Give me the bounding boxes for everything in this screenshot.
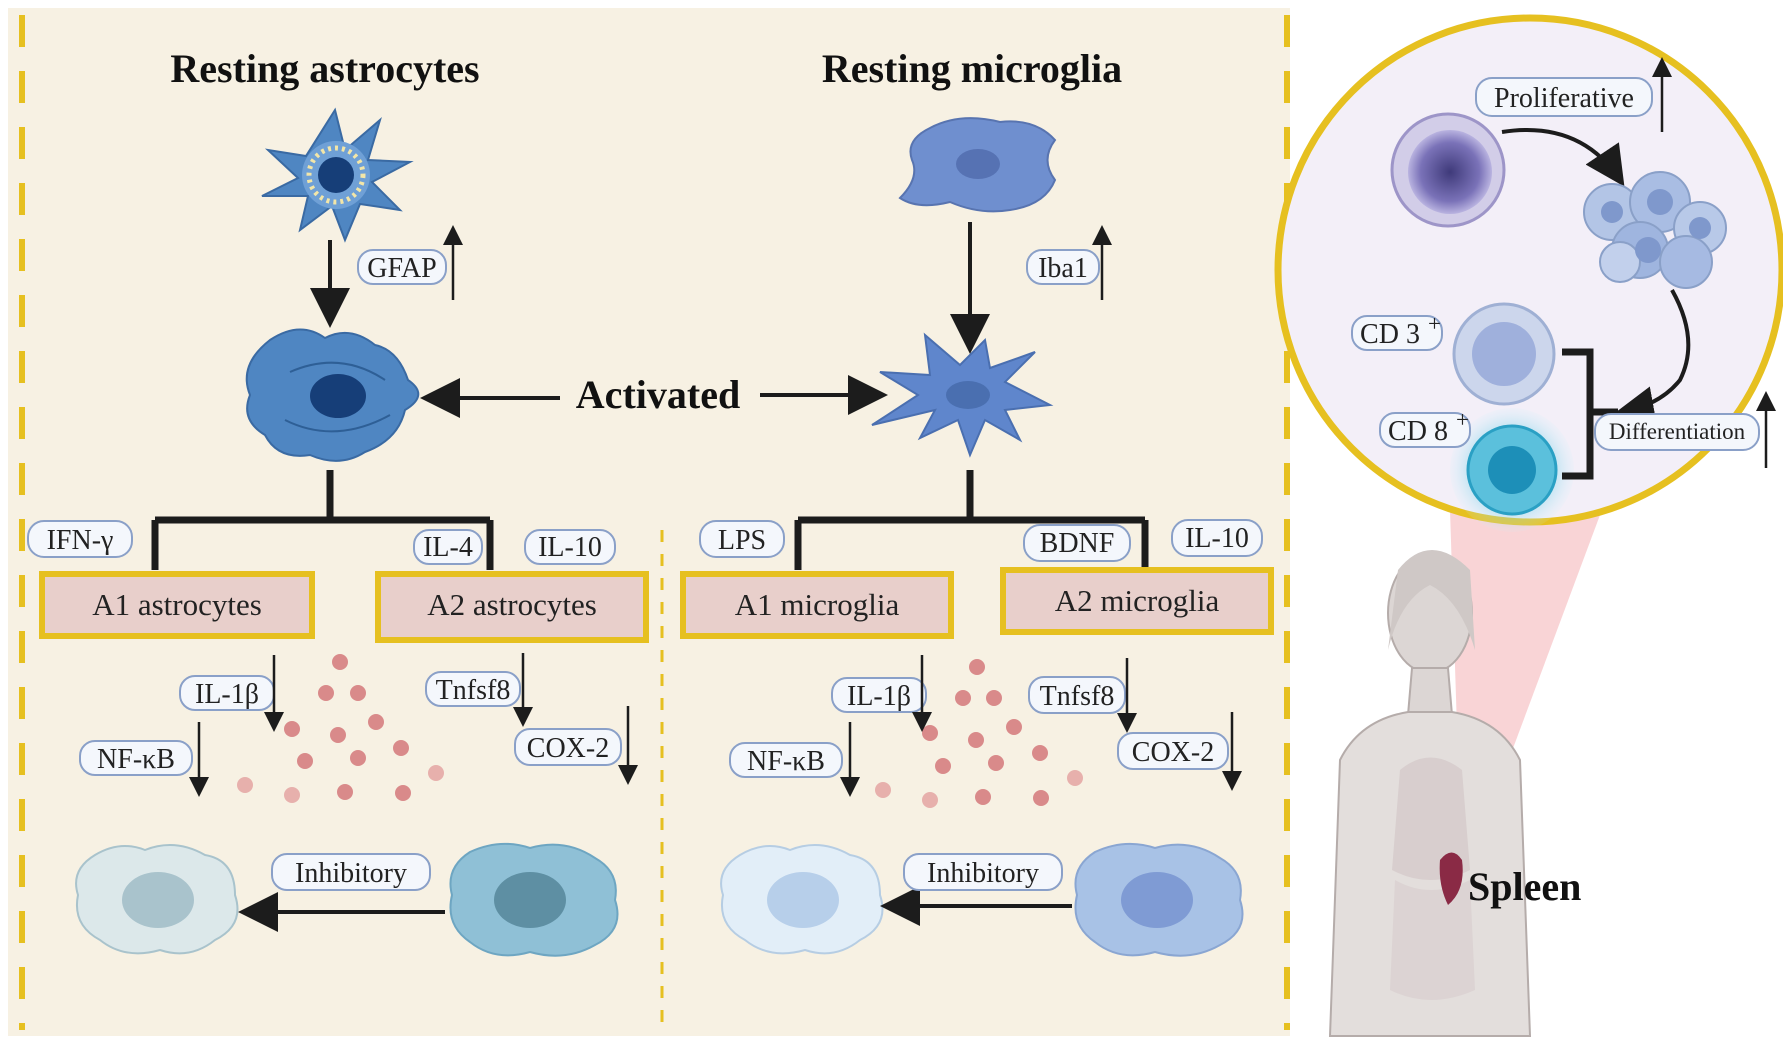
il10-pill: [524, 529, 616, 565]
nfkb-pill-right: [729, 742, 843, 778]
cox2-label-left: COX-2: [527, 733, 609, 764]
cox2-pill-right: [1117, 732, 1229, 770]
inhibited-cell-icon-right: [720, 844, 884, 955]
inhibitory-cell-icon-left: [449, 842, 619, 957]
il1b-label-left: IL-1β: [195, 679, 259, 710]
resting-microglia-icon: [898, 117, 1057, 213]
ifn-gamma-pill: [27, 520, 133, 558]
iba1-label: Iba1: [1038, 253, 1088, 284]
a1-microglia-box: [680, 571, 954, 639]
cd3-cell-icon: [1452, 302, 1556, 406]
differentiation-label: Differentiation: [1609, 419, 1746, 444]
activated-label: Activated: [576, 372, 740, 417]
cell-bracket: [1562, 348, 1618, 480]
a2-microglia-label: A2 microglia: [1055, 583, 1220, 618]
cd8-pill: [1379, 412, 1471, 448]
human-body-icon: [1328, 550, 1532, 1037]
tnfsf8-label-right: Tnfsf8: [1040, 681, 1115, 712]
proliferation-arrow: [1501, 128, 1625, 187]
tnfsf8-pill-right: [1028, 676, 1126, 714]
bdnf-label: BDNF: [1040, 528, 1115, 559]
cd8-superscript: +: [1456, 407, 1469, 432]
il1b-pill-right: [831, 677, 927, 713]
activated-astrocyte-icon: [245, 328, 420, 462]
astrocytes-title: Resting astrocytes: [170, 46, 479, 91]
proliferative-pill: [1475, 77, 1653, 117]
nfkb-pill-left: [79, 740, 193, 776]
cox2-pill-left: [514, 728, 622, 766]
astrocyte-cytokine-dots: [237, 654, 444, 803]
il10-pill-microglia: [1171, 519, 1263, 557]
a2-microglia-box: [1000, 567, 1274, 635]
microglia-title: Resting microglia: [822, 46, 1122, 91]
gfap-pill: [357, 249, 447, 285]
lps-pill: [699, 520, 785, 558]
cd3-superscript: +: [1428, 311, 1441, 336]
inhibitory-label-left: Inhibitory: [295, 858, 407, 889]
proliferative-label: Proliferative: [1494, 83, 1634, 114]
inhibitory-cell-icon-right: [1074, 842, 1244, 957]
il4-pill: [413, 529, 483, 565]
inhibitory-pill-right: [903, 853, 1063, 891]
tnfsf8-pill-left: [425, 671, 521, 707]
resting-astrocyte-icon: [261, 107, 414, 243]
microglia-branch-lines: [794, 470, 1149, 570]
microglia-cytokine-dots: [875, 659, 1083, 808]
spleen-label: Spleen: [1468, 864, 1581, 909]
bdnf-pill: [1023, 524, 1131, 562]
inhibitory-label-right: Inhibitory: [927, 858, 1039, 889]
a1-astrocytes-box: [39, 571, 315, 639]
activated-microglia-icon: [871, 332, 1054, 458]
astrocyte-branch-lines: [151, 470, 494, 570]
cd8-label: CD 8: [1388, 416, 1448, 447]
il10-label: IL-10: [538, 532, 602, 563]
cd3-pill: [1351, 315, 1443, 351]
inhibitory-pill-left: [271, 853, 431, 891]
precursor-cell-icon: [1390, 112, 1506, 228]
a1-microglia-label: A1 microglia: [735, 587, 900, 622]
a2-astrocytes-label: A2 astrocytes: [427, 587, 597, 622]
il4-label: IL-4: [423, 532, 473, 563]
cox2-label-right: COX-2: [1132, 737, 1214, 768]
nfkb-label-right: NF-κB: [747, 746, 825, 777]
a1-astrocytes-label: A1 astrocytes: [92, 587, 262, 622]
cd8-cell-icon: [1450, 408, 1574, 532]
tnfsf8-label-left: Tnfsf8: [436, 675, 511, 706]
ifn-gamma-label: IFN-γ: [47, 525, 114, 556]
il1b-label-right: IL-1β: [847, 681, 911, 712]
cd3-label: CD 3: [1360, 319, 1420, 350]
a2-astrocytes-box: [375, 571, 649, 643]
differentiation-pill: [1594, 413, 1760, 451]
differentiation-arrow: [1614, 289, 1691, 426]
iba1-pill: [1026, 249, 1100, 285]
proliferating-cell-cluster-icon: [1583, 171, 1727, 289]
inhibited-cell-icon-left: [75, 844, 239, 955]
gfap-label: GFAP: [367, 253, 437, 284]
il10-label-microglia: IL-10: [1185, 523, 1249, 554]
nfkb-label-left: NF-κB: [97, 744, 175, 775]
lps-label: LPS: [718, 525, 766, 556]
